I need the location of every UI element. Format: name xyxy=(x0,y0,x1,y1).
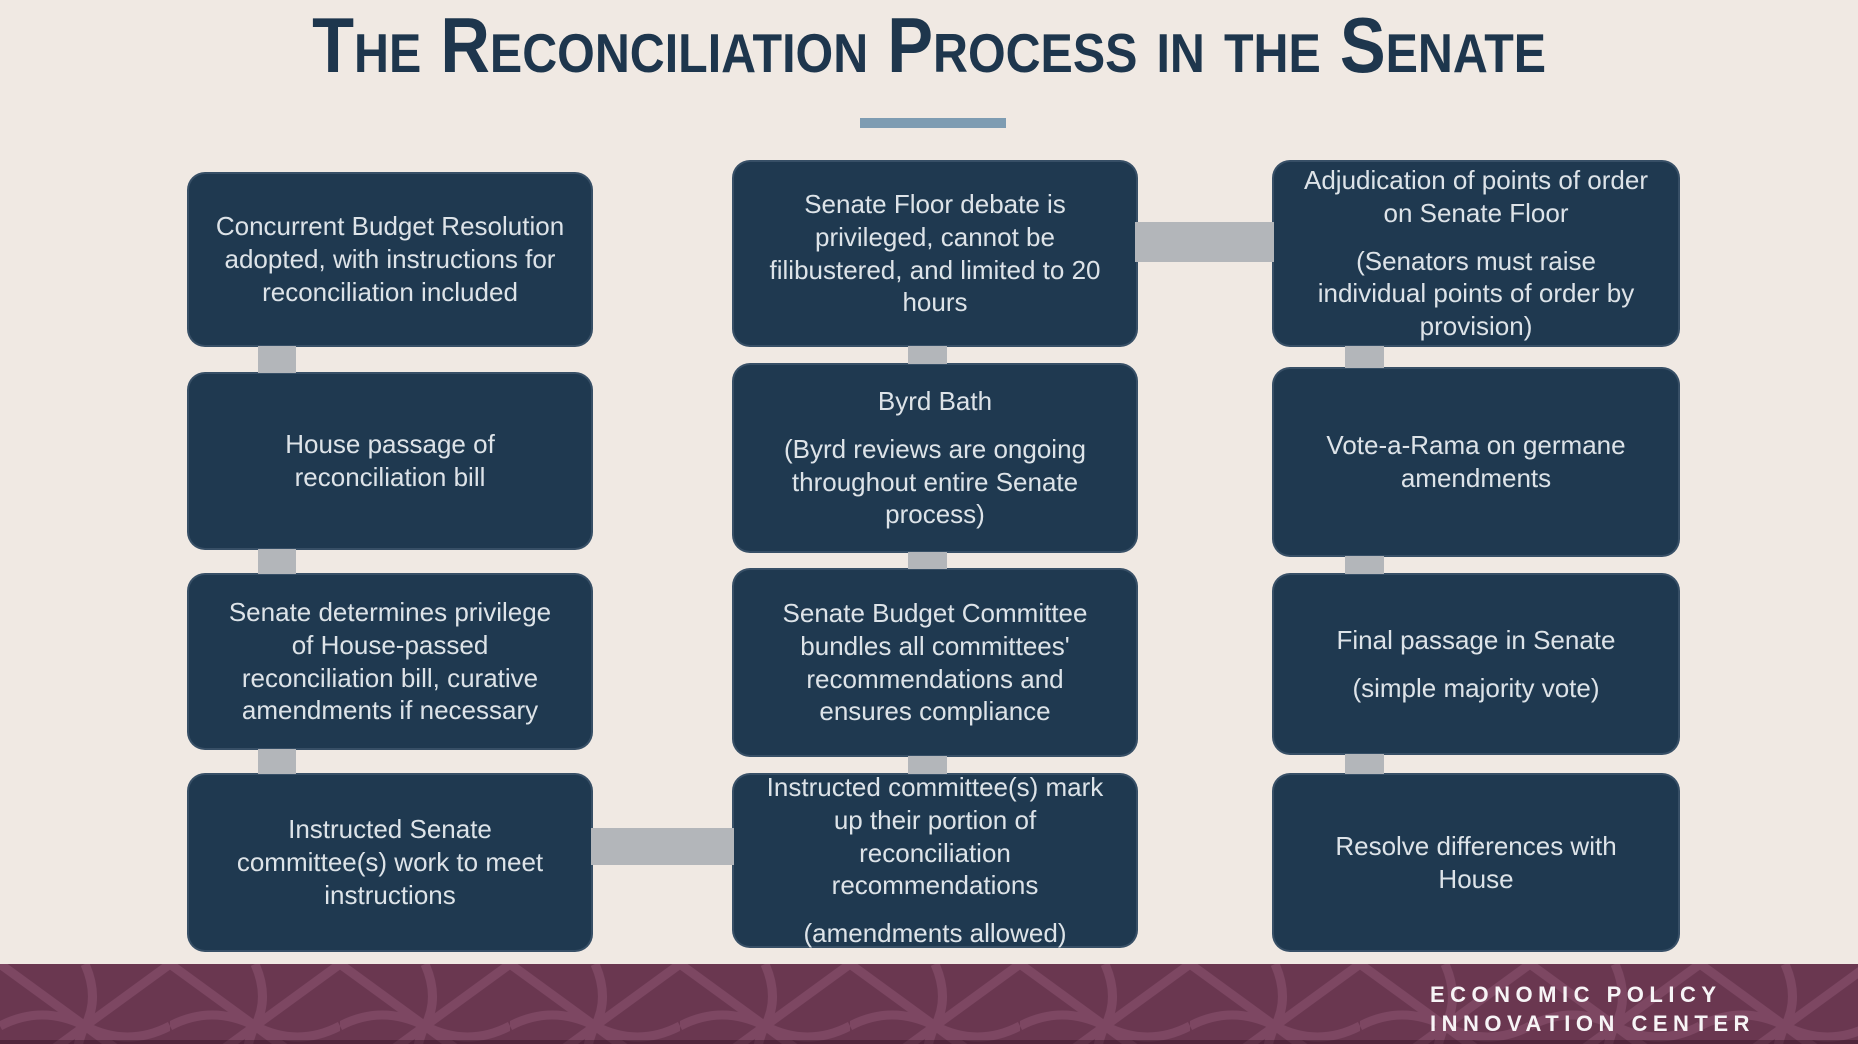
step-text: Final passage in Senate xyxy=(1336,624,1616,655)
step-adjudication-points-of-order: Adjudication of points of order on Senat… xyxy=(1272,160,1680,347)
connector-left-1-2 xyxy=(258,346,296,373)
step-senate-floor-debate: Senate Floor debate is privileged, canno… xyxy=(732,160,1138,347)
step-resolve-differences: Resolve differences with House xyxy=(1272,773,1680,952)
step-text: House passage of reconciliation bill xyxy=(285,429,495,492)
connector-middle-2-3 xyxy=(908,552,947,569)
org-line-2: INNOVATION CENTER xyxy=(1430,1011,1755,1036)
step-text: Adjudication of points of order on Senat… xyxy=(1304,165,1648,228)
step-subtext: (Senators must raise individual points o… xyxy=(1317,245,1635,342)
connector-left-bottom-to-middle-bottom xyxy=(591,828,734,865)
step-text: Concurrent Budget Resolution adopted, wi… xyxy=(215,211,565,307)
connector-middle-1-2 xyxy=(908,346,947,364)
step-text: Senate Floor debate is privileged, canno… xyxy=(769,189,1101,318)
step-text: Senate determines privilege of House-pas… xyxy=(228,597,552,726)
step-text: Vote-a-Rama on germane amendments xyxy=(1326,430,1626,493)
connector-right-1-2 xyxy=(1345,346,1384,368)
step-committees-mark-up: Instructed committee(s) mark up their po… xyxy=(732,772,1138,949)
step-vote-a-rama: Vote-a-Rama on germane amendments xyxy=(1272,367,1680,557)
step-text: Instructed Senate committee(s) work to m… xyxy=(236,814,544,910)
step-text: Byrd Bath xyxy=(877,386,993,416)
connector-right-2-3 xyxy=(1345,556,1384,574)
step-budget-committee-bundles: Senate Budget Committee bundles all comm… xyxy=(732,568,1138,757)
step-senate-determines-privilege: Senate determines privilege of House-pas… xyxy=(187,573,593,750)
footer-band: ECONOMIC POLICY INNOVATION CENTER xyxy=(0,964,1858,1044)
page-title: The Reconciliation Process in the Senate xyxy=(312,1,1546,89)
step-subtext: (amendments allowed) xyxy=(803,918,1067,949)
connector-left-3-4 xyxy=(258,749,296,774)
connector-middle-3-4 xyxy=(908,756,947,774)
step-subtext: (simple majority vote) xyxy=(1352,672,1600,703)
step-byrd-bath: Byrd Bath (Byrd reviews are ongoing thro… xyxy=(732,363,1138,553)
org-wordmark: ECONOMIC POLICY INNOVATION CENTER xyxy=(1430,980,1755,1038)
footer-bottom-edge xyxy=(0,1040,1858,1044)
step-text: Senate Budget Committee bundles all comm… xyxy=(782,598,1088,727)
step-text: Instructed committee(s) mark up their po… xyxy=(766,772,1104,901)
step-text: Resolve differences with House xyxy=(1335,830,1617,894)
footer-lattice-pattern xyxy=(0,964,1858,1044)
step-concurrent-budget-resolution: Concurrent Budget Resolution adopted, wi… xyxy=(187,172,593,347)
org-line-1: ECONOMIC POLICY xyxy=(1430,982,1722,1007)
step-instructed-committees-work: Instructed Senate committee(s) work to m… xyxy=(187,773,593,952)
connector-middle-top-to-right-top xyxy=(1135,222,1274,262)
step-house-passage: House passage of reconciliation bill xyxy=(187,372,593,550)
step-subtext: (Byrd reviews are ongoing throughout ent… xyxy=(783,433,1087,530)
title-underline-rule xyxy=(860,118,1006,128)
connector-left-2-3 xyxy=(258,549,296,574)
step-final-passage: Final passage in Senate (simple majority… xyxy=(1272,573,1680,755)
connector-right-3-4 xyxy=(1345,754,1384,774)
